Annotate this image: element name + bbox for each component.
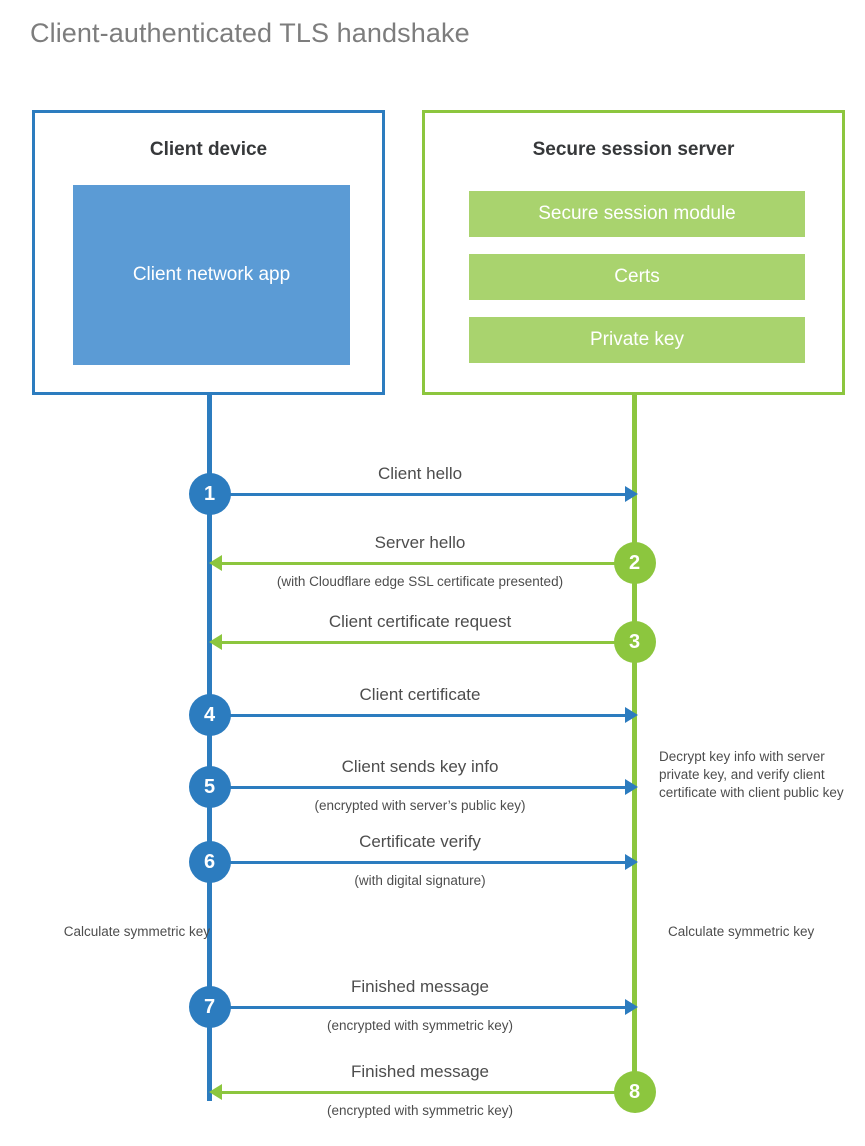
arrow-head-icon-4: [624, 707, 638, 723]
page-title: Client-authenticated TLS handshake: [30, 18, 470, 48]
step-circle-8[interactable]: 8: [613, 1071, 656, 1113]
message-label-7: Finished message: [351, 977, 489, 996]
message-label-8: Finished message: [351, 1062, 489, 1081]
message-sublabel-5: (encrypted with server’s public key): [314, 798, 526, 813]
message-arrow-7: [209, 1005, 625, 1009]
server-bar-certs: Certs: [469, 254, 805, 300]
message-arrow-5: [209, 785, 625, 789]
server-bar-private-key: Private key: [469, 317, 805, 363]
arrow-head-icon-8: [208, 1084, 222, 1100]
arrow-head-icon-6: [624, 854, 638, 870]
arrow-head-icon-7: [624, 999, 638, 1015]
step-circle-2[interactable]: 2: [613, 542, 656, 584]
client-device-heading: Client device: [149, 139, 268, 160]
step-circle-1[interactable]: 1: [188, 473, 231, 515]
message-label-6: Certificate verify: [359, 832, 481, 851]
message-arrow-8: [220, 1090, 635, 1094]
step-circle-4[interactable]: 4: [188, 694, 231, 736]
note-calculate-symmetric-key-client: Calculate symmetric key: [63, 924, 210, 939]
step-circle-7[interactable]: 7: [188, 986, 231, 1028]
client-device-panel: Client device Client network app: [32, 110, 385, 395]
server-bar-secure-session-module: Secure session module: [469, 191, 805, 237]
message-label-1: Client hello: [377, 464, 463, 483]
step-circle-3[interactable]: 3: [613, 621, 656, 663]
arrow-head-icon-1: [624, 486, 638, 502]
arrow-head-icon-2: [208, 555, 222, 571]
client-lifeline: [207, 395, 212, 1101]
secure-session-server-panel: Secure session server Secure session mod…: [422, 110, 845, 395]
secure-session-server-heading: Secure session server: [532, 139, 735, 160]
message-label-2: Server hello: [374, 533, 466, 552]
server-lifeline: [632, 395, 637, 1093]
message-sublabel-2: (with Cloudflare edge SSL certificate pr…: [276, 574, 564, 589]
message-label-5: Client sends key info: [341, 757, 499, 776]
message-arrow-2: [220, 561, 635, 565]
client-network-app-block: Client network app: [73, 185, 350, 365]
message-sublabel-8: (encrypted with symmetric key): [326, 1103, 514, 1118]
message-arrow-4: [209, 713, 625, 717]
message-label-3: Client certificate request: [328, 612, 512, 631]
message-sublabel-6: (with digital signature): [354, 873, 486, 888]
message-arrow-3: [220, 640, 635, 644]
arrow-head-icon-5: [624, 779, 638, 795]
step-circle-6[interactable]: 6: [188, 841, 231, 883]
arrow-head-icon-3: [208, 634, 222, 650]
message-arrow-6: [209, 860, 625, 864]
step-circle-5[interactable]: 5: [188, 766, 231, 808]
note-decrypt-key-info: Decrypt key info with server private key…: [659, 749, 844, 801]
message-sublabel-7: (encrypted with symmetric key): [326, 1018, 514, 1033]
message-label-4: Client certificate: [359, 685, 481, 704]
message-arrow-1: [209, 492, 625, 496]
note-calculate-symmetric-key-server: Calculate symmetric key: [668, 924, 815, 939]
